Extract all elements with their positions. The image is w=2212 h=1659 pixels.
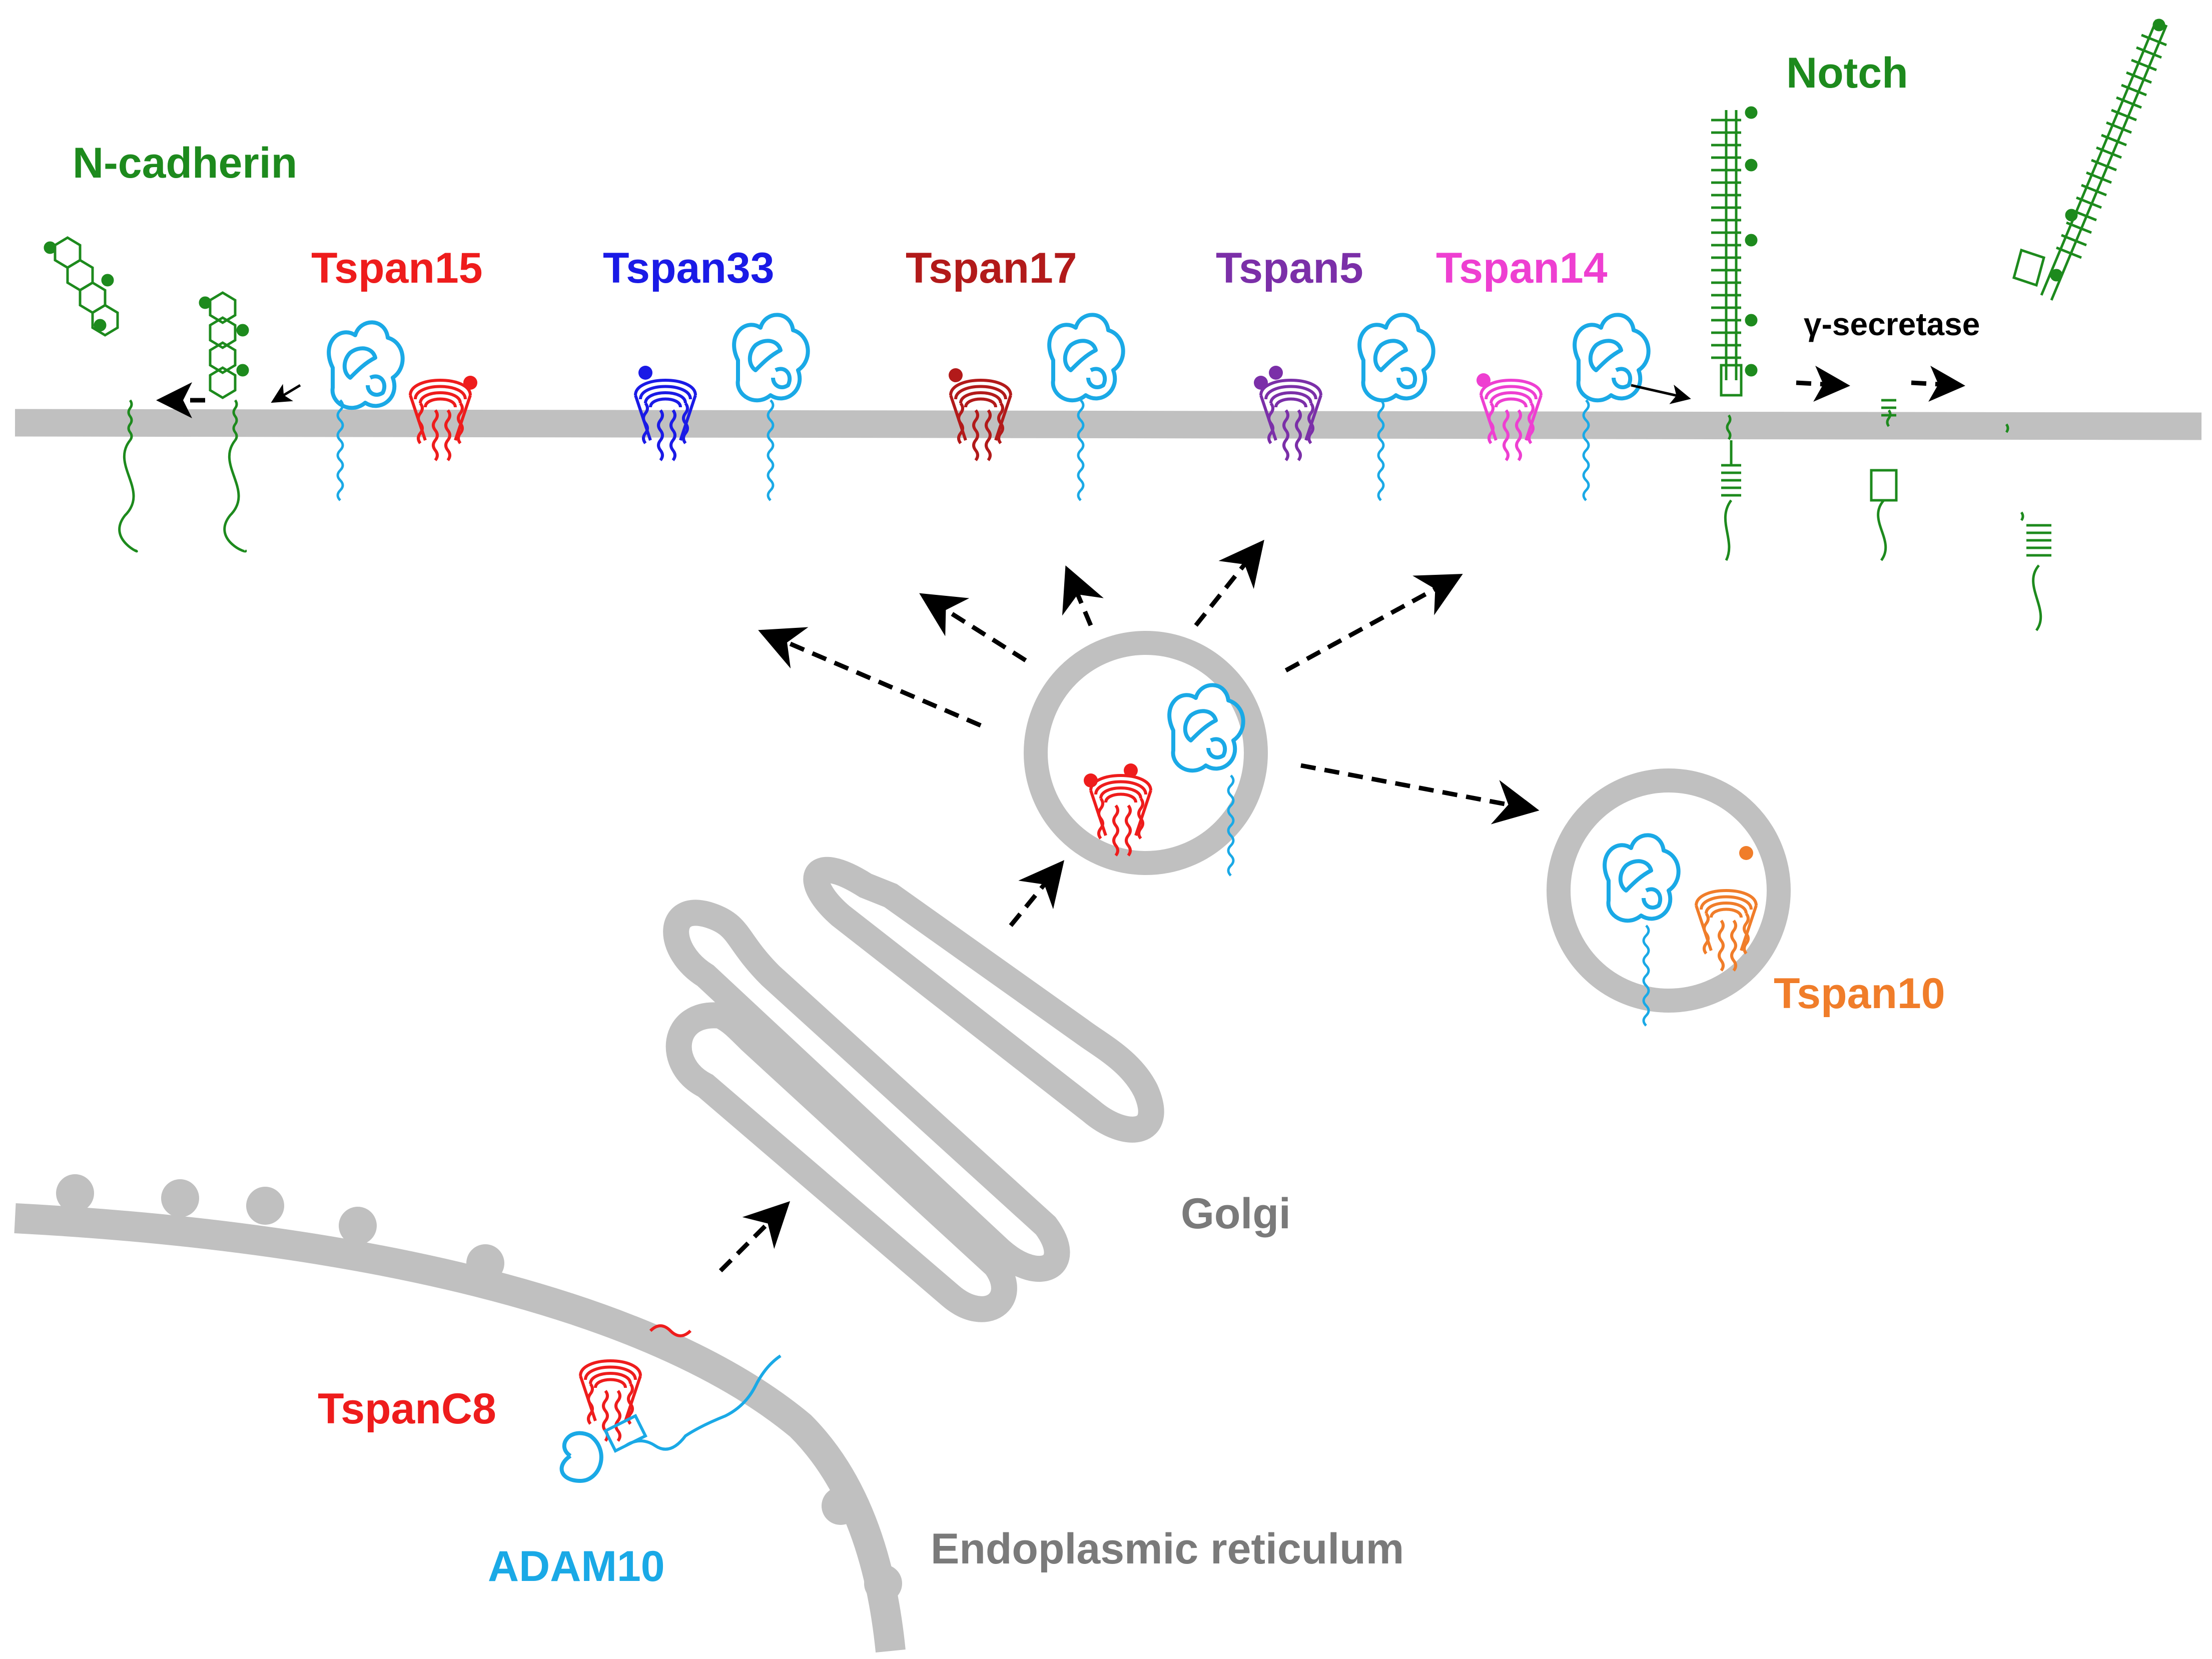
n-cadherin-label: N-cadherin [73, 139, 297, 187]
notch-proteins [1711, 19, 2168, 631]
plasma-membrane [15, 409, 2202, 440]
tspan15-adam10-complex [329, 322, 477, 500]
endoplasmic-reticulum [14, 1174, 906, 1652]
golgi-apparatus [663, 857, 1164, 1322]
er-tspanc8-adam10-complex [559, 1324, 782, 1483]
tspan17-adam10-complex [949, 315, 1123, 500]
transport-vesicle [1024, 631, 1268, 875]
tspan5-adam10-complex [1254, 315, 1433, 500]
tspan10-label: Tspan10 [1774, 970, 1945, 1018]
tspan33-label: Tspan33 [603, 244, 775, 292]
vesicle-tspan10-adam10-complex [1605, 835, 1756, 1026]
tspan14-adam10-complex [1477, 315, 1649, 500]
gamma-secretase-label: γ-secretase [1804, 306, 1980, 342]
golgi-label: Golgi [1181, 1190, 1291, 1238]
intracellular-vesicle [1547, 768, 1791, 1013]
tspan14-label: Tspan14 [1436, 244, 1608, 292]
vesicle-tspan-adam10-complex [1084, 685, 1243, 876]
adam10-label: ADAM10 [488, 1542, 665, 1590]
n-cadherin-proteins [44, 236, 249, 553]
tspan33-adam10-complex [635, 315, 808, 500]
tspan17-label: Tspan17 [906, 244, 1077, 292]
notch-label: Notch [1786, 49, 1908, 97]
trafficking-arrows [156, 366, 1965, 1273]
er-label: Endoplasmic reticulum [931, 1525, 1404, 1573]
tspan5-label: Tspan5 [1216, 244, 1363, 292]
tspanc8-label: TspanC8 [318, 1385, 496, 1433]
tspan15-label: Tspan15 [311, 244, 483, 292]
